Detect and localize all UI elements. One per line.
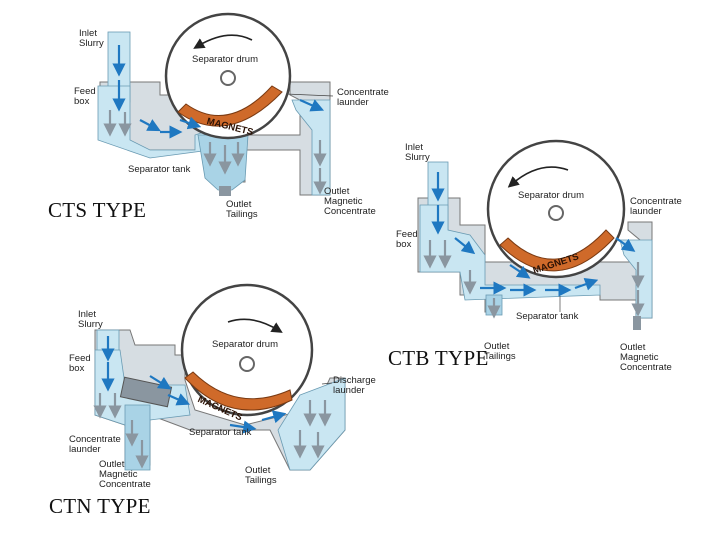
cts-type-title: CTS TYPE (48, 198, 147, 222)
ctn-discharge-launder-label: Discharge launder (333, 375, 376, 396)
ctb-concentrate-launder-label: Concentrate launder (630, 196, 682, 217)
ctb-tank-label: Separator tank (516, 311, 579, 322)
ctn-diagram (93, 283, 346, 471)
ctb-type-title: CTB TYPE (388, 346, 489, 370)
cts-drum-rotation-arrow (193, 34, 253, 49)
cts-drum-label: Separator drum (192, 54, 259, 65)
ctn-discharge-pointer (321, 382, 333, 385)
cts-tailings-outlet (197, 134, 249, 191)
ctb-feed-box-label: Feed box (396, 229, 418, 250)
cts-inlet-label: Inlet Slurry (79, 28, 104, 49)
cts-outlet-magnetic-label: Outlet Magnetic Concentrate (324, 186, 376, 217)
ctb-outlet-magnetic-label: Outlet Magnetic Concentrate (620, 342, 672, 373)
ctn-feed-box-label: Feed box (69, 353, 91, 374)
ctn-drum-hub (239, 356, 255, 372)
ctn-outlet-magnetic-label: Outlet Magnetic Concentrate (99, 459, 151, 490)
ctb-magnetic-spout (633, 316, 641, 330)
cts-feed-box-label: Feed box (74, 86, 96, 107)
ctb-diagram (417, 139, 653, 330)
cts-concentrate-launder-label: Concentrate launder (337, 87, 389, 108)
ctb-inlet-label: Inlet Slurry (405, 142, 430, 163)
ctn-outlet-tailings-label: Outlet Tailings (245, 465, 277, 486)
ctb-outlet-tailings-label: Outlet Tailings (484, 341, 516, 362)
cts-tank-label: Separator tank (128, 164, 191, 175)
cts-outlet-tailings-label: Outlet Tailings (226, 199, 258, 220)
cts-concentrate-pointer (285, 93, 334, 97)
ctn-inlet-label: Inlet Slurry (78, 309, 103, 330)
ctn-concentrate-launder-label: Concentrate launder (69, 434, 121, 455)
ctn-drum-rotation-arrow (227, 318, 283, 333)
cts-diagram (97, 12, 334, 196)
cts-magnets (177, 85, 283, 127)
ctb-feed-box (419, 204, 601, 301)
ctb-drum-hub (548, 205, 564, 221)
ctn-flow-arrows (93, 336, 332, 469)
ctb-magnets (499, 229, 615, 272)
cts-feed-box (97, 85, 211, 159)
ctn-separator-drum (180, 283, 314, 417)
cts-tailings-spout (219, 186, 231, 196)
ctb-flow-arrows (423, 172, 645, 319)
ctn-magnets (184, 371, 293, 411)
cts-flow-arrows (103, 45, 327, 195)
ctb-drum-rotation-arrow (507, 166, 569, 188)
ctn-drum-label: Separator drum (212, 339, 279, 350)
cts-drum-hub (220, 70, 236, 86)
ctn-type-title: CTN TYPE (49, 494, 151, 518)
ctn-tank-label: Separator tank (189, 427, 252, 438)
ctb-drum-label: Separator drum (518, 190, 585, 201)
